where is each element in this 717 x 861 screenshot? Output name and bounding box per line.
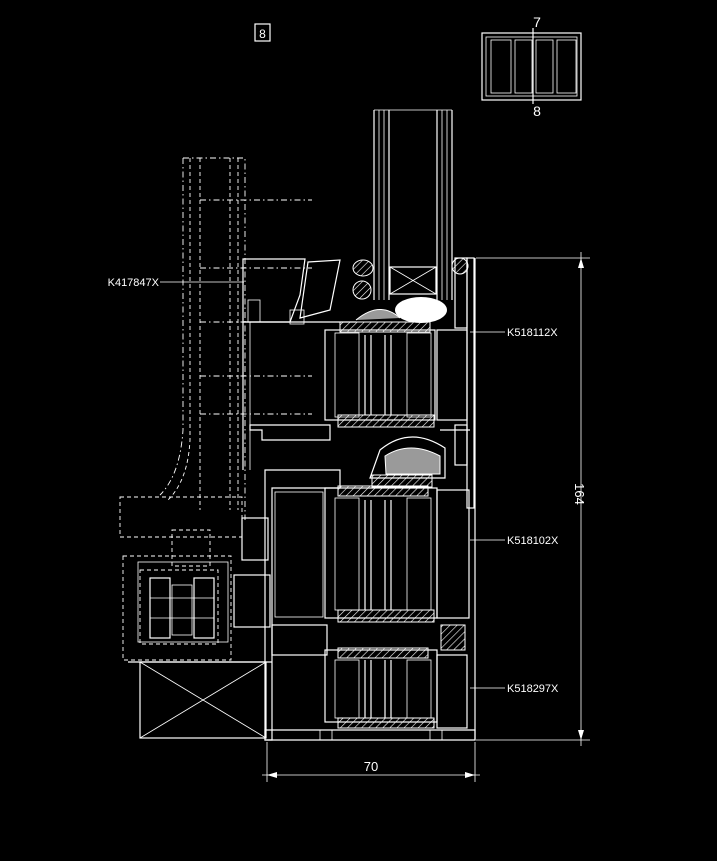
profile-label-group: K417847X K518112X K518102X K518297X [108, 277, 559, 695]
sliding-sash-outline [119, 157, 312, 661]
detail-number-box: 8 [254, 23, 271, 42]
detail-number: 8 [259, 27, 266, 41]
label-right-upper: K518112X [507, 327, 558, 339]
glazing-pane [373, 109, 453, 300]
frame-profile-middle [264, 469, 470, 741]
glazing-gaskets [352, 257, 469, 323]
height-dimension-value: 164 [572, 483, 587, 505]
label-right-lower: K518297X [507, 683, 559, 695]
label-right-middle: K518102X [507, 535, 559, 547]
frame-profile-lower [264, 258, 476, 741]
bottom-track-roller [128, 517, 272, 739]
key-label-bottom: 8 [533, 103, 541, 119]
label-left-upper: K417847X [108, 277, 160, 289]
key-plan-icon: 7 8 [481, 14, 582, 119]
width-dimension: 70 [262, 742, 480, 782]
key-label-top: 7 [533, 14, 541, 30]
height-dimension: 164 [476, 252, 590, 746]
meeting-rail [249, 424, 470, 488]
frame-profile-upper [324, 257, 475, 509]
upper-sash-profile [242, 258, 356, 470]
width-dimension-value: 70 [364, 759, 378, 774]
